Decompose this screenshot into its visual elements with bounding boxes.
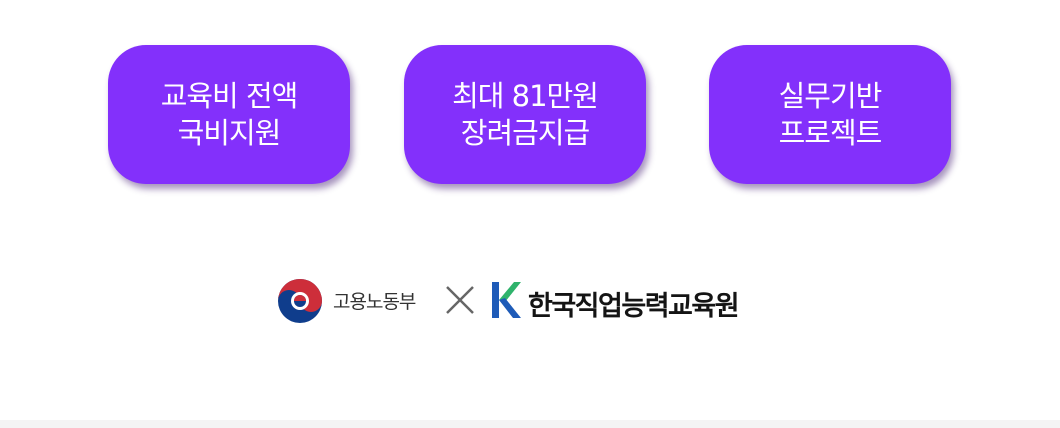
badge-line-2: 장려금지급 [460,115,590,150]
badge-incentive-payment[interactable]: 최대 81만원 장려금지급 [404,45,646,184]
bottom-divider [0,420,1060,428]
k-logo-icon [492,282,521,318]
cross-icon [446,286,474,314]
badge-practical-project[interactable]: 실무기반 프로젝트 [709,45,951,184]
badge-line-2: 프로젝트 [778,115,883,150]
badge-line-2: 국비지원 [177,115,282,150]
badge-tuition-support[interactable]: 교육비 전액 국비지원 [108,45,350,184]
badge-line-1: 최대 81만원 [452,78,599,113]
taegeuk-emblem-icon [278,279,322,323]
institute-name: 한국직업능력교육원 [528,291,740,322]
ministry-name: 고용노동부 [333,291,416,313]
benefit-badges: 교육비 전액 국비지원 최대 81만원 장려금지급 실무기반 프로젝트 [108,45,951,184]
badge-line-1: 교육비 전액 [160,78,299,113]
badge-line-1: 실무기반 [778,78,883,113]
partner-logos: 고용노동부 한국직업능력교육원 [0,270,1060,330]
